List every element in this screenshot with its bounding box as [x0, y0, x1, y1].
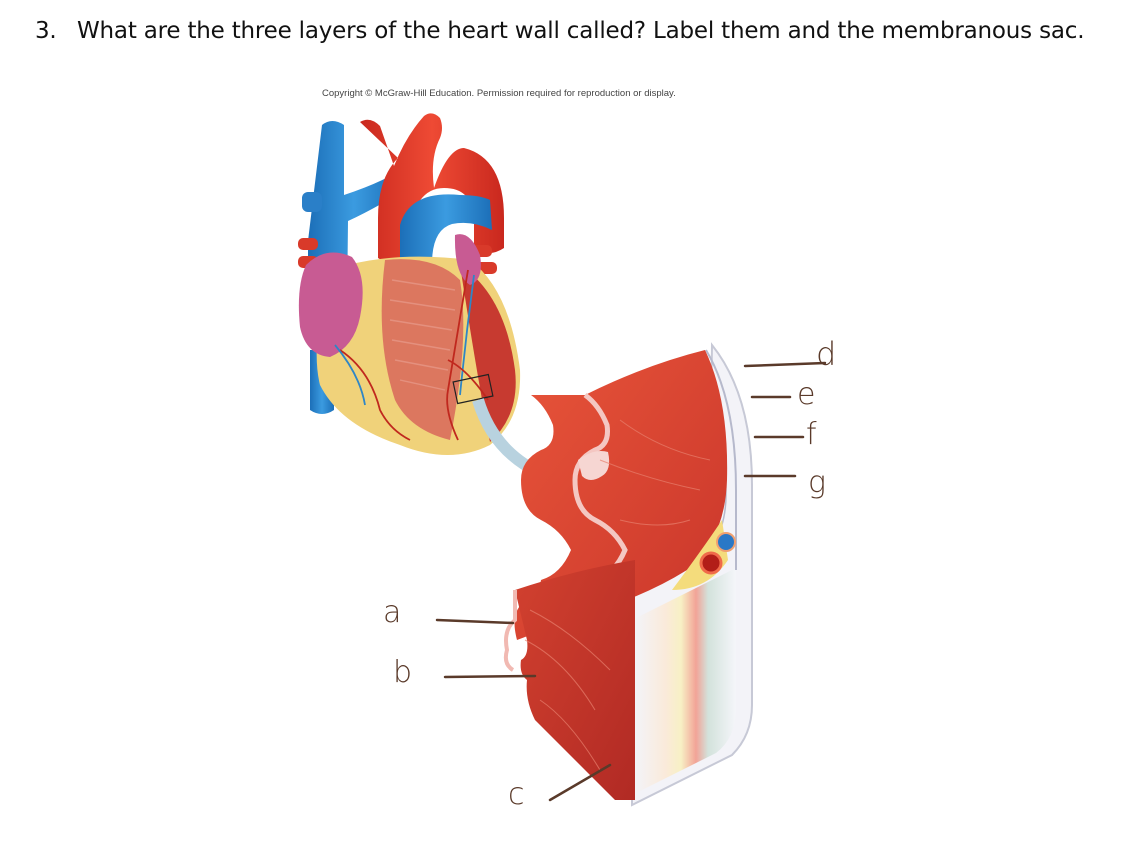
- leader-lines: [435, 361, 827, 802]
- label-d: d: [816, 335, 837, 373]
- question-text: What are the three layers of the heart w…: [77, 18, 1085, 44]
- heart-wall-cross-section: [503, 342, 753, 807]
- copyright-notice: Copyright © McGraw-Hill Education. Permi…: [322, 88, 676, 99]
- question-prompt: 3. What are the three layers of the heart…: [35, 18, 1085, 44]
- label-a: a: [383, 595, 402, 630]
- heart-exterior: [298, 113, 521, 455]
- question-number: 3.: [35, 18, 57, 44]
- label-b: b: [393, 655, 413, 690]
- label-c: c: [508, 777, 525, 812]
- label-e: e: [797, 377, 816, 412]
- label-f: f: [806, 417, 817, 452]
- label-g: g: [808, 465, 827, 500]
